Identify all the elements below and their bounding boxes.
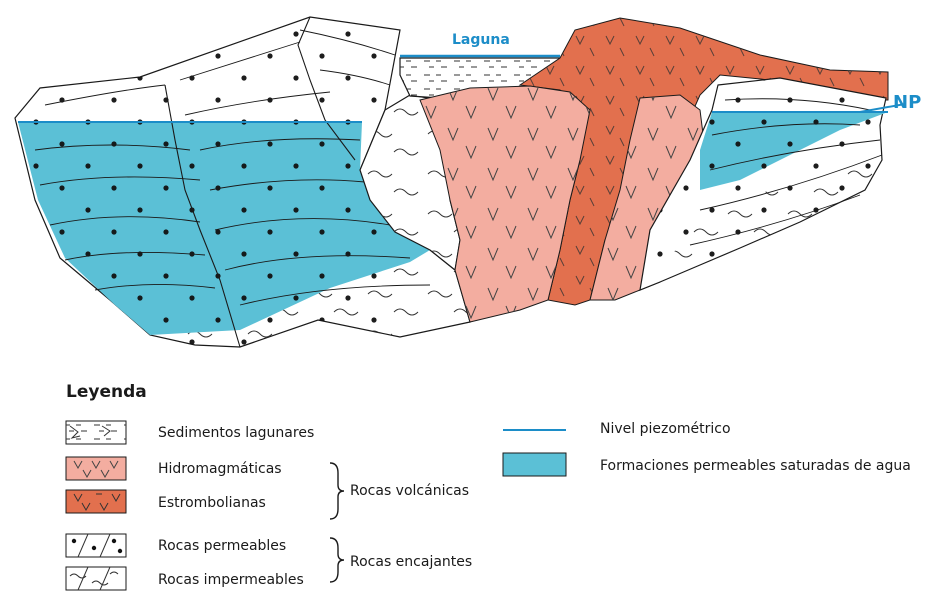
legend-item-permeable: Rocas permeables	[66, 534, 286, 557]
legend-swatch-permeable-dot	[92, 546, 96, 550]
legend-label-strombolian: Estrombolianas	[158, 495, 266, 511]
legend-swatch-impermeable	[66, 567, 126, 590]
piezometric-level-tag: NP	[893, 92, 921, 113]
legend-swatch-permeable	[66, 534, 126, 557]
legend-item-saturated: Formaciones permeables saturadas de agua	[503, 453, 911, 476]
legend-group-volcanic: Rocas volcánicas	[350, 483, 469, 499]
legend-label-piezometric: Nivel piezométrico	[600, 421, 731, 437]
brace-volcanic-icon	[330, 463, 344, 519]
legend-item-hydromagmatic: Hidromagmáticas	[66, 457, 282, 480]
legend-item-piezometric: Nivel piezométrico	[503, 421, 731, 437]
legend-swatch-permeable-dot	[112, 539, 116, 543]
legend: Leyenda Sedimentos lagunares Hidromagmát…	[66, 382, 911, 590]
legend-item-impermeable: Rocas impermeables	[66, 567, 304, 590]
legend-label-permeable: Rocas permeables	[158, 538, 286, 554]
lagoon-label: Laguna	[452, 32, 510, 48]
legend-swatch-strombolian	[66, 490, 126, 513]
legend-swatch-permeable-dot	[72, 539, 76, 543]
legend-group-host: Rocas encajantes	[350, 554, 472, 570]
legend-item-lake-sediments: Sedimentos lagunares	[66, 421, 314, 444]
legend-swatch-lake-sediments-pattern	[66, 421, 126, 444]
legend-title: Leyenda	[66, 382, 147, 402]
legend-label-saturated: Formaciones permeables saturadas de agua	[600, 458, 911, 474]
legend-swatch-permeable-dot	[118, 549, 122, 553]
brace-host-icon	[330, 538, 344, 582]
legend-item-strombolian: Estrombolianas	[66, 490, 266, 513]
legend-swatch-saturated	[503, 453, 566, 476]
legend-label-impermeable: Rocas impermeables	[158, 572, 304, 588]
legend-label-hydromagmatic: Hidromagmáticas	[158, 461, 282, 477]
legend-label-lake-sediments: Sedimentos lagunares	[158, 425, 314, 441]
